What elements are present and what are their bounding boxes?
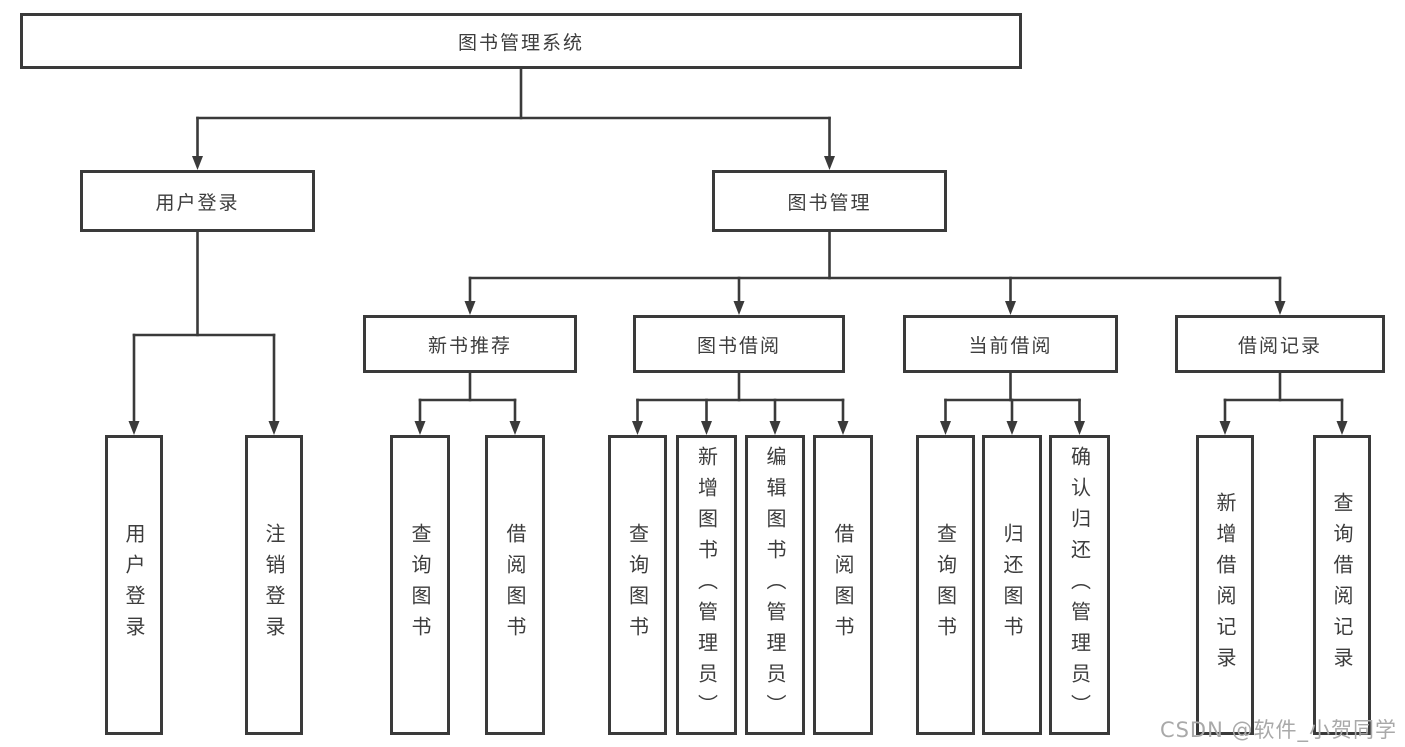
node-label-book-borrow: 图书借阅 bbox=[696, 334, 781, 357]
node-label-leaf-add-record: 新增借阅记录 bbox=[1213, 492, 1237, 678]
node-label-root: 图书管理系统 bbox=[457, 31, 584, 54]
node-label-current-borrow: 当前借阅 bbox=[968, 334, 1053, 357]
node-label-leaf-logout: 注销登录 bbox=[262, 523, 286, 647]
arrowhead-icon bbox=[824, 156, 835, 170]
arrowhead-icon bbox=[1006, 421, 1018, 435]
node-leaf-confirm-return: 确认归还（管理员） bbox=[1049, 435, 1110, 735]
node-leaf-add-record: 新增借阅记录 bbox=[1196, 435, 1254, 735]
node-leaf-query-book-1: 查询图书 bbox=[390, 435, 450, 735]
node-label-leaf-borrow-book-2: 借阅图书 bbox=[831, 523, 855, 647]
node-label-leaf-borrow-book-1: 借阅图书 bbox=[503, 523, 527, 647]
arrowhead-icon bbox=[192, 156, 203, 170]
node-new-book-rec: 新书推荐 bbox=[363, 315, 577, 373]
node-leaf-edit-book: 编辑图书（管理员） bbox=[745, 435, 805, 735]
node-label-leaf-user-login: 用户登录 bbox=[122, 523, 146, 647]
node-leaf-return-book: 归还图书 bbox=[982, 435, 1042, 735]
node-label-leaf-return-book: 归还图书 bbox=[1000, 523, 1024, 647]
arrowhead-icon bbox=[1219, 421, 1231, 435]
node-label-leaf-query-record: 查询借阅记录 bbox=[1330, 492, 1354, 678]
arrowhead-icon bbox=[268, 421, 280, 435]
arrowhead-icon bbox=[414, 421, 426, 435]
node-leaf-query-book-3: 查询图书 bbox=[916, 435, 975, 735]
arrowhead-icon bbox=[509, 421, 521, 435]
node-leaf-query-record: 查询借阅记录 bbox=[1313, 435, 1371, 735]
node-label-leaf-query-book-3: 查询图书 bbox=[933, 523, 958, 647]
node-label-leaf-add-book: 新增图书（管理员） bbox=[694, 445, 719, 725]
node-borrow-record: 借阅记录 bbox=[1175, 315, 1385, 373]
node-book-mgmt: 图书管理 bbox=[712, 170, 947, 232]
node-current-borrow: 当前借阅 bbox=[903, 315, 1118, 373]
node-leaf-query-book-2: 查询图书 bbox=[608, 435, 667, 735]
node-label-leaf-query-book-2: 查询图书 bbox=[625, 523, 650, 647]
arrowhead-icon bbox=[1336, 421, 1348, 435]
arrowhead-icon bbox=[1274, 301, 1286, 315]
node-label-leaf-edit-book: 编辑图书（管理员） bbox=[763, 445, 787, 725]
node-book-borrow: 图书借阅 bbox=[633, 315, 845, 373]
node-label-leaf-confirm-return: 确认归还（管理员） bbox=[1067, 445, 1092, 725]
arrowhead-icon bbox=[701, 421, 712, 435]
node-root: 图书管理系统 bbox=[20, 13, 1022, 69]
watermark: CSDN @软件_小贺同学 bbox=[1159, 718, 1397, 742]
node-label-leaf-query-book-1: 查询图书 bbox=[408, 523, 432, 647]
arrowhead-icon bbox=[464, 301, 476, 315]
node-leaf-user-login: 用户登录 bbox=[105, 435, 163, 735]
arrowhead-icon bbox=[632, 421, 643, 435]
arrowhead-icon bbox=[940, 421, 951, 435]
arrowhead-icon bbox=[769, 421, 781, 435]
arrowhead-icon bbox=[1005, 301, 1016, 315]
node-user-login: 用户登录 bbox=[80, 170, 315, 232]
node-leaf-borrow-book-1: 借阅图书 bbox=[485, 435, 545, 735]
node-leaf-logout: 注销登录 bbox=[245, 435, 303, 735]
node-label-book-mgmt: 图书管理 bbox=[787, 191, 872, 214]
node-leaf-borrow-book-2: 借阅图书 bbox=[813, 435, 873, 735]
arrowhead-icon bbox=[128, 421, 140, 435]
node-leaf-add-book: 新增图书（管理员） bbox=[676, 435, 737, 735]
arrowhead-icon bbox=[1074, 421, 1085, 435]
arrowhead-icon bbox=[733, 301, 745, 315]
node-label-borrow-record: 借阅记录 bbox=[1237, 334, 1322, 357]
arrowhead-icon bbox=[837, 421, 849, 435]
node-label-new-book-rec: 新书推荐 bbox=[427, 334, 512, 357]
node-label-user-login: 用户登录 bbox=[155, 191, 240, 214]
